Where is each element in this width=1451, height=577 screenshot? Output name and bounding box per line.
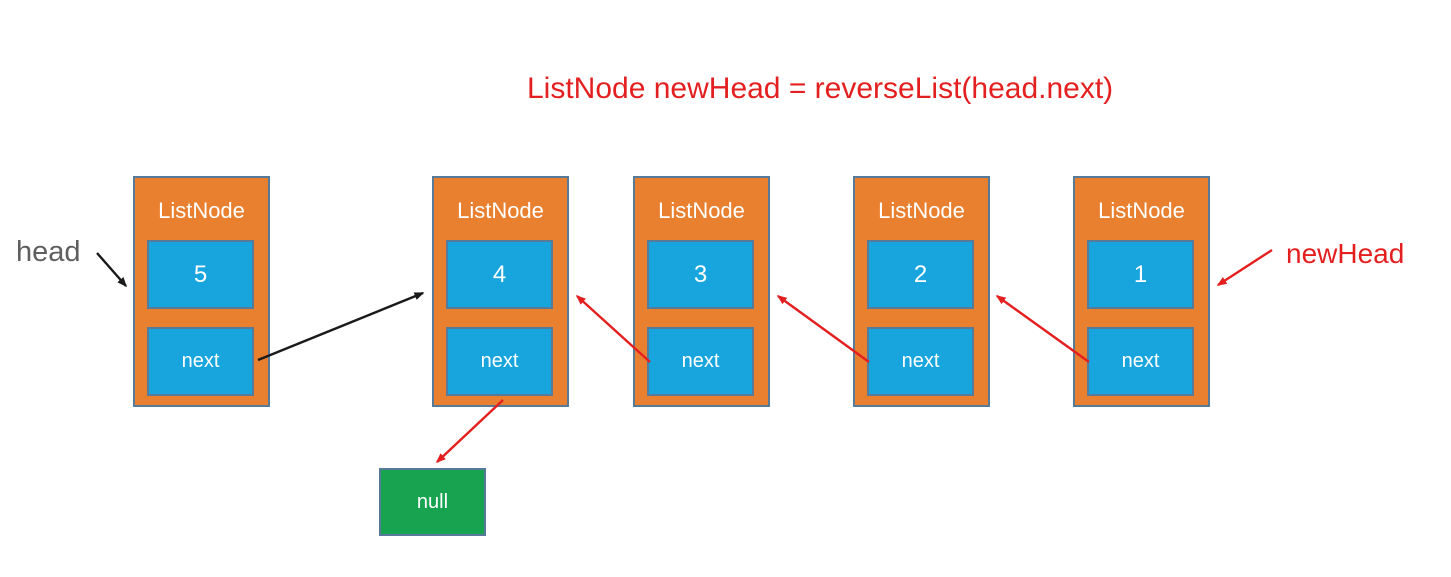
- head-label: head: [16, 236, 81, 268]
- arrow-node4-next-to-null: [435, 399, 504, 464]
- listnode-box-2: ListNode 2 next: [853, 176, 990, 407]
- node-title: ListNode: [457, 198, 544, 223]
- node-title: ListNode: [158, 198, 245, 223]
- node-next-cell: next: [1087, 327, 1194, 396]
- null-label: null: [416, 490, 449, 513]
- node-next-cell: next: [147, 327, 254, 396]
- listnode-box-4: ListNode 4 next: [432, 176, 569, 407]
- node-next-cell: next: [446, 327, 553, 396]
- node-title: ListNode: [1098, 198, 1185, 223]
- node-value-cell: 3: [647, 240, 754, 309]
- listnode-box-3: ListNode 3 next: [633, 176, 770, 407]
- newhead-label: newHead: [1286, 238, 1405, 269]
- node-next-cell: next: [867, 327, 974, 396]
- diagram-title: ListNode newHead = reverseList(head.next…: [527, 72, 1114, 105]
- null-box: null: [379, 468, 486, 536]
- listnode-box-1: ListNode 1 next: [1073, 176, 1210, 407]
- arrow-node5-next-to-node4: [257, 291, 425, 362]
- arrow-head-pointer: [96, 252, 127, 288]
- listnode-box-5: ListNode 5 next: [133, 176, 270, 407]
- node-value-cell: 1: [1087, 240, 1194, 309]
- node-title: ListNode: [878, 198, 965, 223]
- arrow-newhead-pointer: [1216, 248, 1273, 287]
- node-title: ListNode: [658, 198, 745, 223]
- node-value-cell: 5: [147, 240, 254, 309]
- node-next-cell: next: [647, 327, 754, 396]
- node-value-cell: 2: [867, 240, 974, 309]
- node-value-cell: 4: [446, 240, 553, 309]
